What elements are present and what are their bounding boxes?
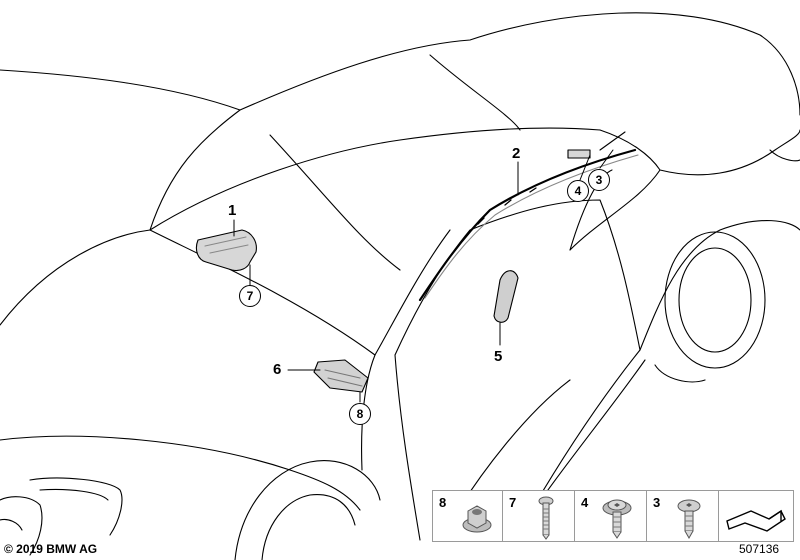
legend-number: 3 — [653, 495, 661, 510]
callout-4: 4 — [567, 180, 589, 202]
legend-item-3: 3 — [647, 491, 719, 541]
callout-1: 1 — [228, 202, 237, 219]
direction-arrow-icon — [726, 509, 786, 532]
leader-lines — [233, 149, 614, 403]
car-outline — [0, 12, 800, 560]
legend-item-4: 4 — [575, 491, 647, 541]
callout-8: 8 — [349, 403, 371, 425]
nut-icon — [462, 505, 492, 533]
legend-number: 7 — [509, 495, 517, 510]
legend-number: 8 — [439, 495, 447, 510]
copyright-text: © 2019 BMW AG — [4, 542, 98, 556]
curtain-airbag — [418, 131, 639, 302]
legend-number: 4 — [581, 495, 589, 510]
callout-2: 2 — [512, 145, 521, 162]
legend-direction — [719, 491, 793, 541]
torx-screw-icon — [677, 499, 701, 540]
torx-screw-icon — [602, 499, 632, 539]
callout-7: 7 — [239, 285, 261, 307]
callout-5: 5 — [494, 348, 503, 365]
passenger-airbag — [195, 229, 257, 272]
legend-item-8: 8 — [433, 491, 503, 541]
knee-airbag — [313, 359, 369, 393]
diagram-number: 507136 — [739, 542, 780, 556]
callout-3: 3 — [588, 169, 610, 191]
bolt-icon — [538, 496, 554, 540]
callout-6: 6 — [273, 361, 282, 378]
legend-item-7: 7 — [503, 491, 575, 541]
side-airbag — [493, 270, 519, 323]
fastener-legend: 8 7 4 3 — [432, 490, 794, 542]
